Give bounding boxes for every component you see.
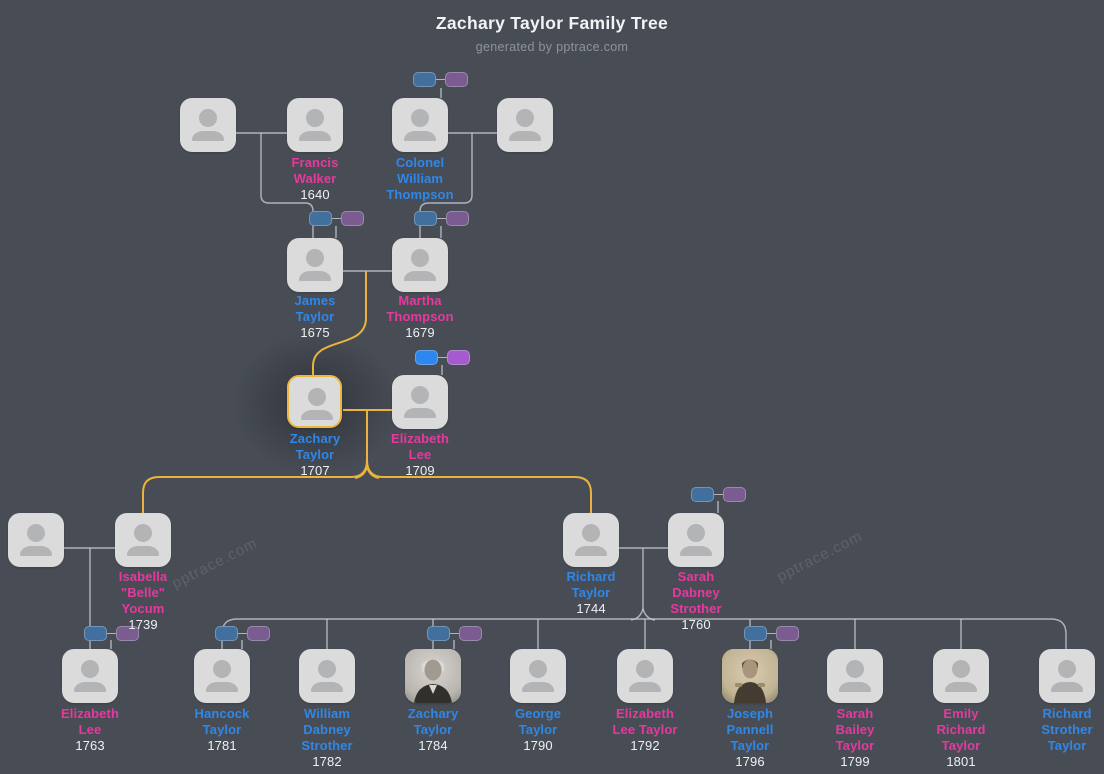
collapsed-ancestors-toggle[interactable] — [84, 626, 139, 641]
father-pill-icon[interactable] — [309, 211, 332, 226]
person-card-zachary-taylor-1707[interactable] — [287, 375, 342, 428]
person-label: Richard Strother Taylor — [1041, 706, 1093, 753]
mother-pill-icon[interactable] — [447, 350, 470, 365]
collapsed-ancestors-toggle[interactable] — [413, 72, 468, 87]
mother-pill-icon[interactable] — [445, 72, 468, 87]
person-card-colonel-william-thompson[interactable] — [392, 98, 448, 152]
collapsed-ancestors-toggle[interactable] — [744, 626, 799, 641]
collapsed-ancestors-toggle[interactable] — [215, 626, 270, 641]
person-card-zachary-taylor-1784[interactable] — [405, 649, 461, 703]
person-card-sarah-bailey-taylor[interactable] — [827, 649, 883, 703]
mother-pill-icon[interactable] — [247, 626, 270, 641]
mother-pill-icon[interactable] — [341, 211, 364, 226]
mother-pill-icon[interactable] — [776, 626, 799, 641]
person-card-george-taylor[interactable] — [510, 649, 566, 703]
person-card-francis-walker[interactable] — [287, 98, 343, 152]
person-card-martha-thompson[interactable] — [392, 238, 448, 292]
collapsed-ancestors-toggle[interactable] — [427, 626, 482, 641]
person-card-richard-taylor[interactable] — [563, 513, 619, 567]
collapsed-ancestors-toggle[interactable] — [691, 487, 746, 502]
father-pill-icon[interactable] — [427, 626, 450, 641]
person-card-emily-richard-taylor[interactable] — [933, 649, 989, 703]
person-label: Colonel William Thompson — [386, 155, 454, 202]
collapsed-ancestors-toggle[interactable] — [415, 350, 470, 365]
mother-pill-icon[interactable] — [116, 626, 139, 641]
page-subtitle: generated by pptrace.com — [475, 40, 629, 54]
collapsed-ancestors-toggle[interactable] — [414, 211, 469, 226]
father-pill-icon[interactable] — [744, 626, 767, 641]
mother-pill-icon[interactable] — [446, 211, 469, 226]
person-card-unknown-spouse-2[interactable] — [497, 98, 553, 152]
mother-pill-icon[interactable] — [459, 626, 482, 641]
portrait-photo — [722, 649, 778, 703]
mother-pill-icon[interactable] — [723, 487, 746, 502]
person-card-elizabeth-lee-1763[interactable] — [62, 649, 118, 703]
father-pill-icon[interactable] — [415, 350, 438, 365]
person-card-sarah-dabney-strother[interactable] — [668, 513, 724, 567]
person-card-william-dabney-strother[interactable] — [299, 649, 355, 703]
father-pill-icon[interactable] — [215, 626, 238, 641]
person-card-isabella-belle-yocum[interactable] — [115, 513, 171, 567]
father-pill-icon[interactable] — [414, 211, 437, 226]
person-card-richard-strother-taylor[interactable] — [1039, 649, 1095, 703]
person-card-unknown-spouse-1[interactable] — [180, 98, 236, 152]
page-title: Zachary Taylor Family Tree — [435, 13, 669, 33]
person-card-elizabeth-lee-1709[interactable] — [392, 375, 448, 429]
portrait-photo — [405, 649, 461, 703]
father-pill-icon[interactable] — [84, 626, 107, 641]
person-card-joseph-pannell-taylor[interactable] — [722, 649, 778, 703]
person-card-unknown-spouse-3[interactable] — [8, 513, 64, 567]
person-card-james-taylor[interactable] — [287, 238, 343, 292]
person-card-hancock-taylor[interactable] — [194, 649, 250, 703]
person-card-elizabeth-lee-taylor[interactable] — [617, 649, 673, 703]
father-pill-icon[interactable] — [413, 72, 436, 87]
collapsed-ancestors-toggle[interactable] — [309, 211, 364, 226]
father-pill-icon[interactable] — [691, 487, 714, 502]
